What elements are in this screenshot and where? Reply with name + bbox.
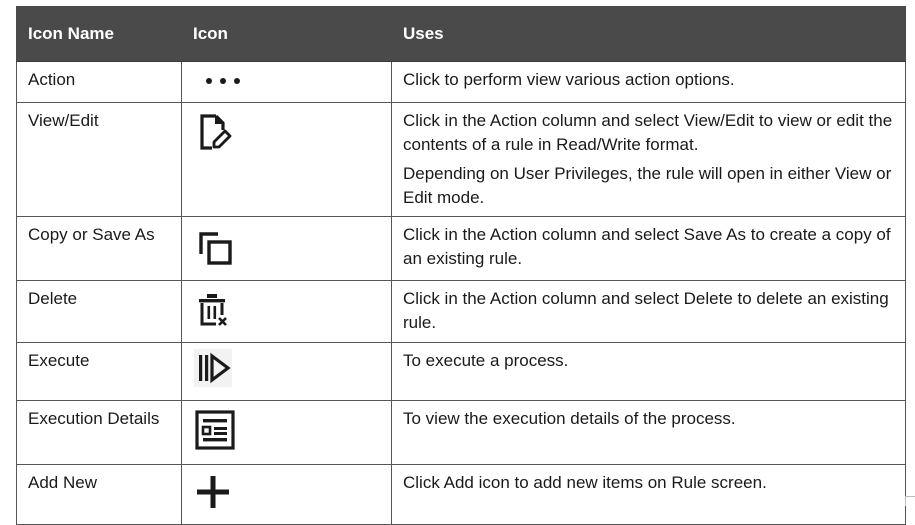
- uses-cell: Click in the Action column and select De…: [391, 280, 906, 343]
- icon-cell: [181, 400, 392, 465]
- icon-cell: [181, 464, 392, 525]
- uses-text: To view the execution details of the pro…: [403, 409, 736, 428]
- uses-cell: Click to perform view various action opt…: [391, 61, 906, 103]
- page-corner-mark: [905, 496, 915, 506]
- uses-text: Click in the Action column and select Sa…: [403, 225, 891, 268]
- table-row: Execute To execute a process.: [16, 342, 906, 401]
- execution-details-icon: [194, 409, 236, 451]
- uses-cell: Click in the Action column and select Sa…: [391, 216, 906, 281]
- table-body: Action Click to perform view various act…: [16, 61, 906, 525]
- icon-cell: [181, 216, 392, 281]
- uses-text: Click to perform view various action opt…: [403, 70, 735, 89]
- uses-text: Click Add icon to add new items on Rule …: [403, 473, 767, 492]
- icon-name-cell: Execution Details: [16, 400, 182, 465]
- uses-cell: To execute a process.: [391, 342, 906, 401]
- more-horizontal-icon: [204, 76, 248, 86]
- edit-document-icon: [196, 113, 232, 153]
- plus-icon: [194, 473, 232, 511]
- header-icon: Icon: [181, 6, 392, 62]
- icon-name-cell: Copy or Save As: [16, 216, 182, 281]
- table-row: Execution Details To view the execution …: [16, 400, 906, 465]
- icon-cell: [181, 102, 392, 217]
- uses-text: Click in the Action column and select De…: [403, 289, 889, 332]
- execute-icon: [194, 349, 232, 387]
- table-row: Add New Click Add icon to add new items …: [16, 464, 906, 525]
- trash-icon: [196, 291, 232, 329]
- icon-name-cell: View/Edit: [16, 102, 182, 217]
- uses-cell: Click Add icon to add new items on Rule …: [391, 464, 906, 525]
- header-icon-name: Icon Name: [16, 6, 182, 62]
- icon-cell: [181, 342, 392, 401]
- uses-cell: Click in the Action column and select Vi…: [391, 102, 906, 217]
- copy-icon: [196, 229, 236, 267]
- uses-text: To execute a process.: [403, 351, 569, 370]
- table-header: Icon Name Icon Uses: [16, 6, 906, 62]
- uses-text: Click in the Action column and select Vi…: [403, 111, 893, 154]
- uses-text: Depending on User Privileges, the rule w…: [403, 164, 892, 207]
- icon-cell: [181, 61, 392, 103]
- icon-name-cell: Action: [16, 61, 182, 103]
- table-row: Copy or Save As Click in the Action colu…: [16, 216, 906, 281]
- table-row: View/Edit Click in the Action column and…: [16, 102, 906, 217]
- uses-cell: To view the execution details of the pro…: [391, 400, 906, 465]
- icon-name-cell: Add New: [16, 464, 182, 525]
- header-uses: Uses: [391, 6, 906, 62]
- table-row: Delete Click in the Action column and se: [16, 280, 906, 343]
- icon-name-cell: Delete: [16, 280, 182, 343]
- icon-cell: [181, 280, 392, 343]
- icon-reference-table: Icon Name Icon Uses Action Click to perf…: [16, 6, 906, 525]
- icon-name-cell: Execute: [16, 342, 182, 401]
- table-row: Action Click to perform view various act…: [16, 61, 906, 103]
- header-row: Icon Name Icon Uses: [16, 6, 906, 62]
